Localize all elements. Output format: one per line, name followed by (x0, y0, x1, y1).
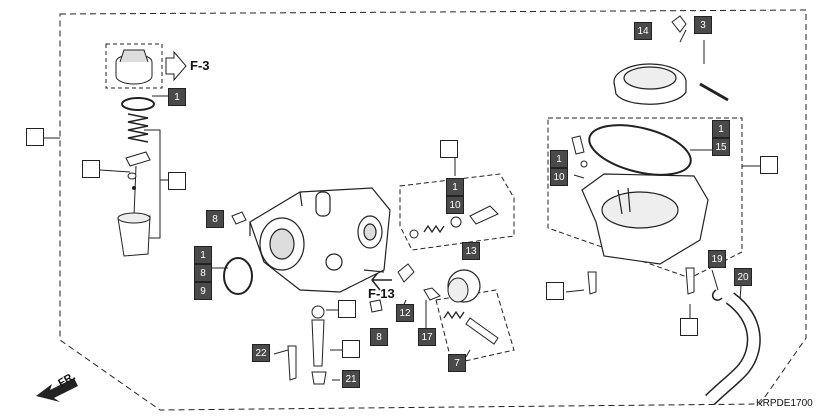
throttle-cap (115, 49, 153, 85)
clamp-19 (711, 289, 723, 301)
callout-17: 17 (418, 328, 436, 346)
callout-1: 1 (168, 88, 186, 106)
top-cover (613, 63, 687, 105)
o-ring (223, 257, 253, 295)
float-screw (571, 135, 585, 155)
callout-empty (440, 140, 458, 158)
needle-screw (465, 317, 499, 345)
jet-spring (423, 224, 445, 234)
callout-1: 1 (550, 150, 568, 168)
chamber-gasket (588, 124, 692, 176)
callout-empty (338, 300, 356, 318)
callout-10: 10 (446, 196, 464, 214)
front-arrow (36, 378, 78, 402)
nut-low (369, 299, 383, 313)
needle-clip (125, 151, 151, 167)
clip-part (671, 15, 687, 33)
callout-1: 1 (712, 120, 730, 138)
callout-7: 7 (448, 354, 466, 372)
callout-13: 13 (462, 242, 480, 260)
callout-empty (760, 156, 778, 174)
callout-empty (26, 128, 44, 146)
float-chamber (581, 173, 709, 265)
callout-8: 8 (206, 210, 224, 228)
ref-f3: F-3 (190, 58, 210, 73)
spring (127, 113, 149, 143)
callout-empty (342, 340, 360, 358)
callout-22: 22 (252, 344, 270, 362)
diagram-code: KRPDE1700 (756, 398, 813, 409)
callout-21: 21 (342, 370, 360, 388)
jet-set-frame (399, 173, 515, 251)
nut-left (231, 211, 247, 225)
callout-empty (168, 172, 186, 190)
cap-dashed-box (105, 43, 163, 89)
callout-14: 14 (634, 22, 652, 40)
callout-19: 19 (708, 250, 726, 268)
part-22 (287, 345, 297, 381)
callout-10: 10 (550, 168, 568, 186)
screw-17 (423, 287, 441, 301)
callout-empty (82, 160, 100, 178)
part-21 (311, 371, 327, 385)
callout-1: 1 (446, 178, 464, 196)
callout-empty (680, 318, 698, 336)
callout-1: 1 (194, 246, 212, 264)
part-12 (397, 263, 415, 283)
f3-arrow (165, 50, 187, 82)
callout-8: 8 (194, 264, 212, 282)
drain-bolt-right (685, 267, 695, 295)
callout-20: 20 (734, 268, 752, 286)
washer (121, 97, 155, 111)
outer-dashed-frame (59, 9, 807, 411)
float-chamber-frame (547, 117, 743, 279)
callout-12: 12 (396, 304, 414, 322)
drain-bolt-left (587, 271, 597, 295)
cover-pin (699, 82, 729, 102)
ref-f13: F-13 (368, 286, 395, 301)
carburetor-body (249, 187, 391, 293)
callout-3: 3 (694, 16, 712, 34)
callout-empty (546, 282, 564, 300)
callout-15: 15 (712, 138, 730, 156)
pilot-screw (469, 205, 499, 225)
jet-lower (311, 319, 325, 367)
callout-9: 9 (194, 282, 212, 300)
callout-8: 8 (370, 328, 388, 346)
